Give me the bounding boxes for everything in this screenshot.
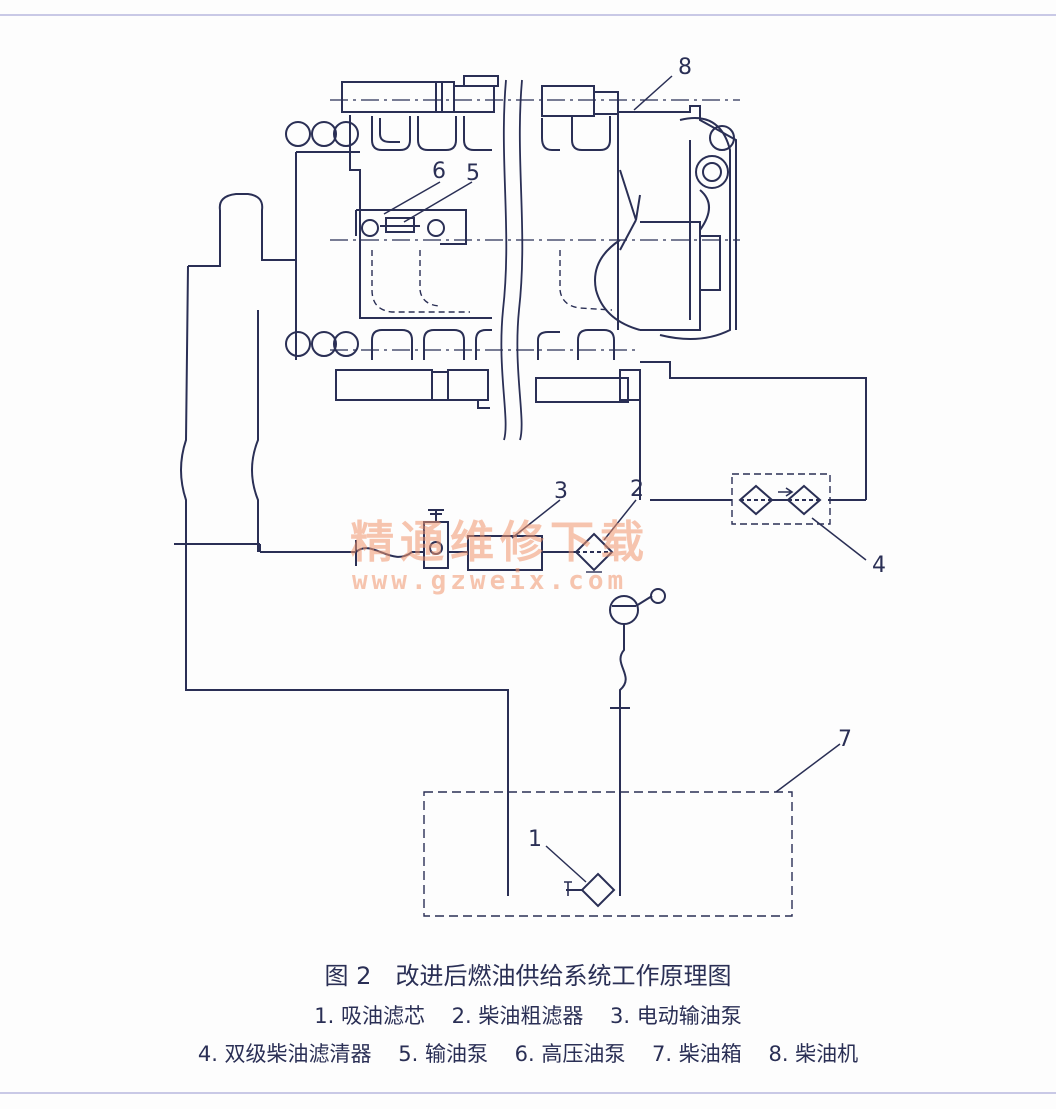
legend-item: 7. 柴油箱: [652, 1042, 742, 1066]
callout-3: 3: [554, 479, 568, 504]
fuel-system-diagram: 8 6 5 3 2 4 7 1: [174, 55, 886, 917]
legend-item: 2. 柴油粗滤器: [451, 1004, 584, 1028]
fuel-lines: [174, 265, 866, 917]
legend-item: 5. 输油泵: [398, 1042, 488, 1066]
bottom-border-line: [0, 1092, 1056, 1094]
callout-1: 1: [528, 827, 542, 852]
watermark-url: www.gzweix.com: [352, 566, 628, 596]
figure-title: 图 2 改进后燃油供给系统工作原理图: [324, 962, 732, 990]
legend-item: 8. 柴油机: [768, 1042, 859, 1066]
callout-2: 2: [630, 477, 644, 502]
callout-5: 5: [466, 161, 480, 186]
callout-leaders: [383, 75, 867, 883]
diesel-engine: [188, 75, 867, 500]
legend-item: 4. 双级柴油滤清器: [197, 1042, 372, 1066]
legend-item: 1. 吸油滤芯: [314, 1004, 425, 1028]
callout-4: 4: [872, 553, 886, 578]
callout-8: 8: [678, 55, 692, 80]
legend-item: 6. 高压油泵: [514, 1042, 626, 1066]
top-border-line: [0, 14, 1056, 16]
callout-6: 6: [432, 159, 446, 184]
legend-line-1: 1. 吸油滤芯 2. 柴油粗滤器 3. 电动输油泵: [0, 1000, 1056, 1030]
callout-7: 7: [838, 727, 852, 752]
legend-line-2: 4. 双级柴油滤清器 5. 输油泵 6. 高压油泵 7. 柴油箱 8. 柴油机: [0, 1038, 1056, 1068]
watermark-text: 精通维修下载: [350, 517, 650, 568]
legend-item: 3. 电动输油泵: [610, 1004, 742, 1028]
